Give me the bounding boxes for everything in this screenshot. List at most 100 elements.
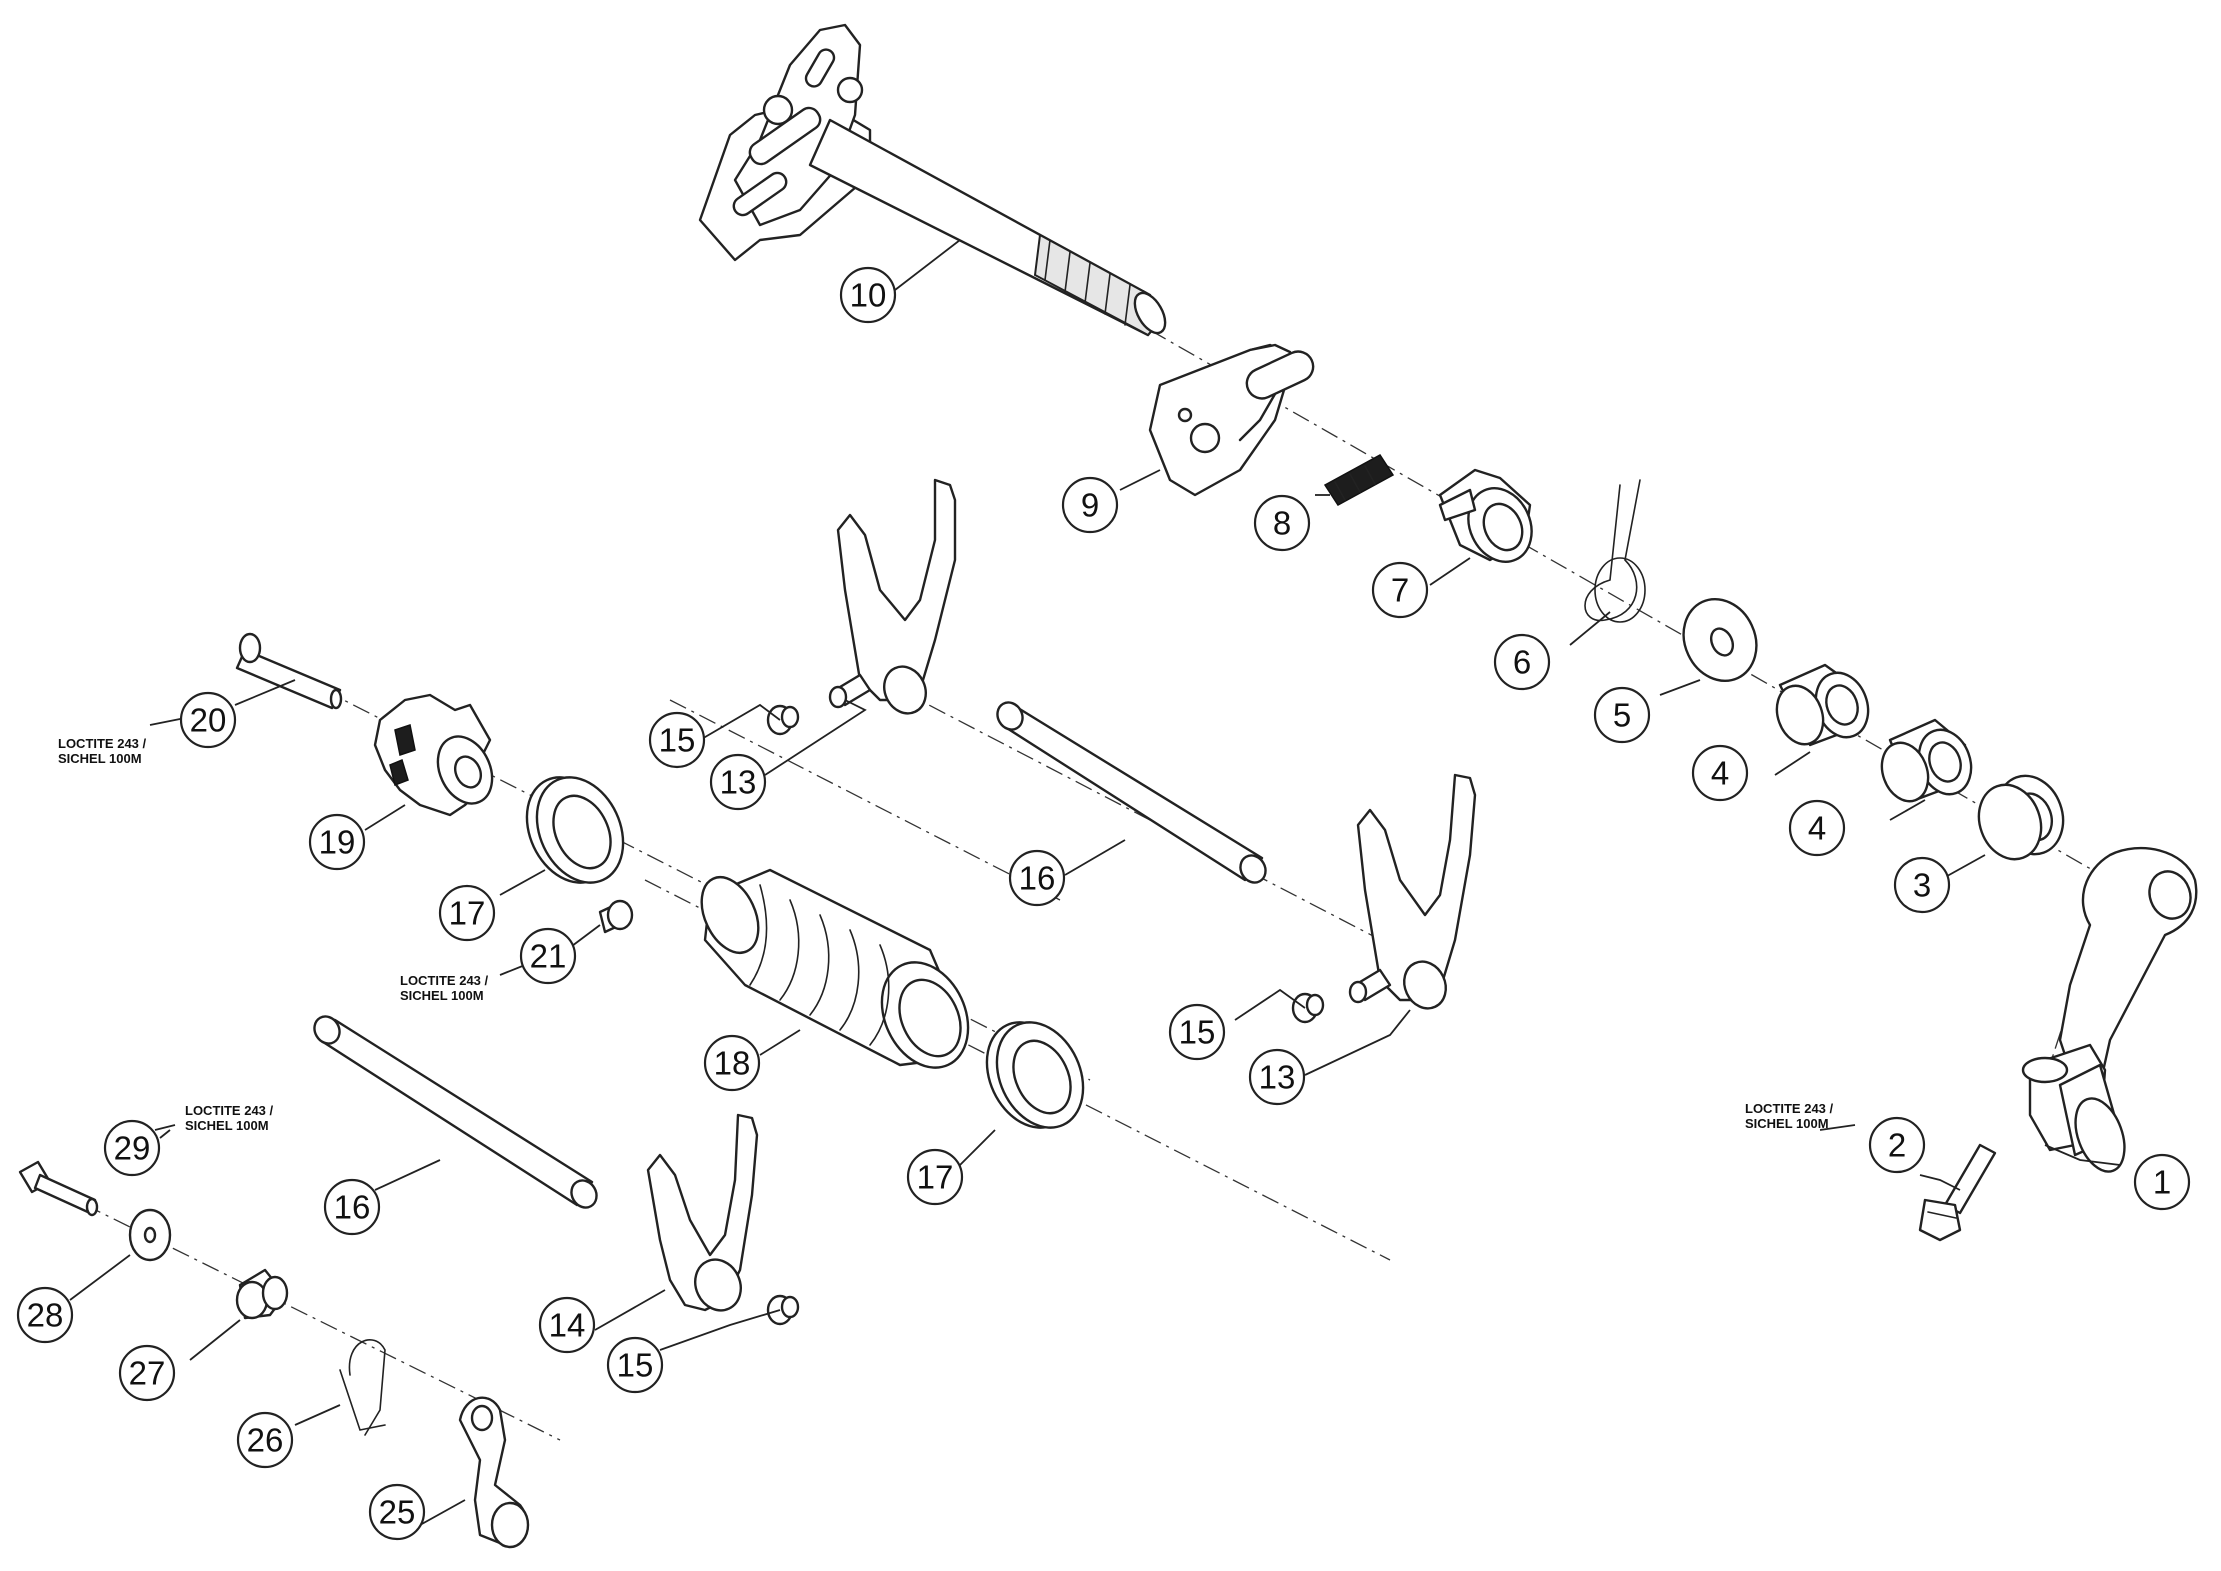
callout-16a: 16 [1008, 849, 1066, 907]
part-15-roller-a [766, 704, 800, 736]
callout-3: 3 [1893, 856, 1951, 914]
part-9-shift-plate [1148, 343, 1315, 497]
callout-28: 28 [16, 1286, 74, 1344]
part-20-bolt [235, 632, 343, 710]
callout-label: 2 [1888, 1127, 1906, 1164]
callout-label: 19 [319, 824, 356, 861]
callout-label: 14 [549, 1307, 586, 1344]
callout-label: 7 [1391, 572, 1409, 609]
callout-5: 5 [1593, 686, 1651, 744]
callout-label: 21 [530, 938, 567, 975]
part-5-washer [1682, 597, 1758, 683]
callout-25: 25 [368, 1483, 426, 1541]
note-loctite-21: LOCTITE 243 / SICHEL 100M [400, 973, 489, 1003]
callout-18: 18 [703, 1034, 761, 1092]
callout-label: 17 [449, 895, 486, 932]
part-4-needle-bearing-b [1880, 718, 1973, 803]
callout-label: 6 [1513, 644, 1531, 681]
part-16-fork-rod-lower [313, 1015, 598, 1209]
callout-17b: 17 [906, 1148, 964, 1206]
callout-label: 28 [27, 1297, 64, 1334]
note-text: LOCTITE 243 / [185, 1103, 274, 1118]
callout-13a: 13 [709, 753, 767, 811]
part-27-sleeve [235, 1268, 289, 1320]
part-14-shift-fork [646, 1113, 759, 1312]
callout-4a: 4 [1691, 744, 1749, 802]
callout-1: 1 [2133, 1153, 2191, 1211]
callout-16b: 16 [323, 1178, 381, 1236]
callout-label: 3 [1913, 867, 1931, 904]
part-8-spring [1323, 454, 1395, 506]
callout-2: 2 [1868, 1116, 1926, 1174]
callout-label: 20 [190, 702, 227, 739]
part-28-washer [128, 1208, 172, 1262]
part-16-fork-rod-upper [996, 701, 1267, 884]
callout-label: 15 [617, 1347, 654, 1384]
callout-label: 16 [1019, 860, 1056, 897]
note-text: SICHEL 100M [1745, 1116, 1829, 1131]
note-text: SICHEL 100M [185, 1118, 269, 1133]
part-17-bearing-upper [525, 776, 625, 884]
callout-label: 26 [247, 1422, 284, 1459]
callout-13b: 13 [1248, 1048, 1306, 1106]
callout-15a: 15 [648, 711, 706, 769]
part-21-screw [598, 899, 634, 934]
callout-26: 26 [236, 1411, 294, 1469]
callout-label: 15 [659, 722, 696, 759]
callout-label: 13 [1259, 1059, 1296, 1096]
callout-6: 6 [1493, 633, 1551, 691]
callout-17a: 17 [438, 884, 496, 942]
callout-14: 14 [538, 1296, 596, 1354]
part-7-bushing [1438, 468, 1533, 563]
callout-label: 27 [129, 1355, 166, 1392]
callout-19: 19 [308, 813, 366, 871]
callout-21: 21 [519, 927, 577, 985]
part-2-bolt [1918, 1143, 1997, 1242]
note-loctite-20: LOCTITE 243 / SICHEL 100M [58, 736, 147, 766]
note-text: LOCTITE 243 / [58, 736, 147, 751]
part-3-seal [1977, 774, 2065, 861]
callout-label: 25 [379, 1494, 416, 1531]
part-18-shift-drum [700, 868, 970, 1069]
part-26-spring-clip [339, 1339, 386, 1436]
part-1-shift-lever [2021, 847, 2198, 1173]
note-loctite-2: LOCTITE 243 / SICHEL 100M [1745, 1101, 1834, 1131]
callout-9: 9 [1061, 476, 1119, 534]
callout-10: 10 [839, 266, 897, 324]
callout-29: 29 [103, 1119, 161, 1177]
callout-label: 17 [917, 1159, 954, 1196]
callout-label: 8 [1273, 505, 1291, 542]
part-17-bearing-lower [985, 1021, 1085, 1129]
callout-4b: 4 [1788, 799, 1846, 857]
part-6-torsion-spring [1584, 479, 1646, 623]
callout-label: 10 [850, 277, 887, 314]
leader-lines [69, 239, 2121, 1526]
part-19-shift-star [373, 693, 494, 817]
part-4-needle-bearing-a [1775, 663, 1870, 747]
part-25-lever-arm [458, 1396, 530, 1549]
note-text: SICHEL 100M [400, 988, 484, 1003]
part-13-shift-fork-upper [828, 478, 957, 715]
callout-label: 15 [1179, 1014, 1216, 1051]
note-text: LOCTITE 243 / [400, 973, 489, 988]
callout-7: 7 [1371, 561, 1429, 619]
note-loctite-29: LOCTITE 243 / SICHEL 100M [185, 1103, 274, 1133]
part-29-bolt [18, 1160, 99, 1217]
callout-label: 16 [334, 1189, 371, 1226]
part-10-shift-shaft [698, 23, 1167, 337]
note-text: LOCTITE 243 / [1745, 1101, 1834, 1116]
callout-label: 9 [1081, 487, 1099, 524]
callout-15c: 15 [606, 1336, 664, 1394]
callout-label: 5 [1613, 697, 1631, 734]
callout-27: 27 [118, 1344, 176, 1402]
callout-label: 4 [1808, 810, 1826, 847]
callout-label: 1 [2153, 1164, 2171, 1201]
callout-20: 20 [179, 691, 237, 749]
callout-label: 4 [1711, 755, 1729, 792]
callout-8: 8 [1253, 494, 1311, 552]
part-15-roller-c [766, 1294, 800, 1326]
callout-label: 18 [714, 1045, 751, 1082]
callout-label: 13 [720, 764, 757, 801]
part-13-shift-fork-lower [1348, 773, 1477, 1010]
